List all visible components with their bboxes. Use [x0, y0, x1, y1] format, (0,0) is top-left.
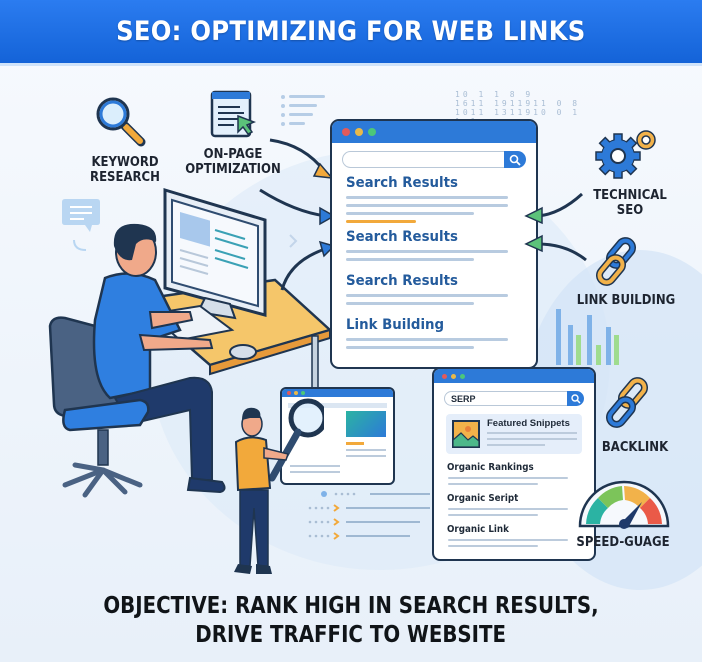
connector-lines-decoration	[308, 491, 430, 540]
search-input[interactable]	[342, 151, 504, 168]
search-result-title[interactable]: Link Building	[346, 317, 445, 333]
serp-search-input[interactable]: SERP	[444, 391, 567, 406]
list-decoration-icon	[281, 95, 325, 126]
organic-result-title[interactable]: Organic Rankings	[447, 462, 534, 473]
featured-snippet-title: Featured Snippets	[487, 418, 570, 429]
on-page-optimization-label: ON-PAGE OPTIMIZATION	[185, 147, 281, 177]
header-banner: SEO: OPTIMIZING FOR WEB LINKS	[0, 0, 702, 66]
magnifier-icon	[96, 97, 146, 147]
minimize-dot-icon	[355, 128, 363, 136]
search-result-title[interactable]: Search Results	[346, 175, 458, 191]
gears-icon	[595, 130, 656, 179]
person-with-magnifier-illustration	[234, 398, 324, 574]
document-cursor-icon	[210, 90, 257, 138]
search-button[interactable]	[567, 391, 584, 406]
chain-link-icon	[596, 237, 636, 286]
speed-gauge-label: SPEED-GUAGE	[576, 535, 670, 550]
maximize-dot-icon	[460, 373, 465, 379]
maximize-dot-icon	[368, 128, 376, 136]
close-dot-icon	[442, 373, 447, 379]
browser-titlebar	[332, 121, 536, 143]
page-title: SEO: OPTIMIZING FOR WEB LINKS	[116, 16, 586, 47]
search-icon	[509, 154, 521, 166]
backlink-chain-icon	[606, 377, 648, 428]
image-icon	[452, 420, 480, 448]
search-result-title[interactable]: Search Results	[346, 229, 458, 245]
keyword-research-label: KEYWORD RESEARCH	[90, 155, 160, 185]
search-result-title[interactable]: Search Results	[346, 273, 458, 289]
serp-titlebar	[434, 369, 594, 383]
search-bar[interactable]	[342, 151, 526, 168]
link-building-label: LINK BUILDING	[576, 293, 676, 308]
backlink-label: BACKLINK	[601, 440, 669, 455]
minimize-dot-icon	[451, 373, 456, 379]
objective-statement: OBJECTIVE: RANK HIGH IN SEARCH RESULTS, …	[103, 593, 599, 648]
featured-snippet-card[interactable]: Featured Snippets	[446, 414, 582, 454]
search-icon	[570, 393, 581, 404]
flow-arrows-left	[259, 138, 336, 291]
search-results-browser-window: Search Results Search Results Search Res…	[330, 119, 538, 369]
bar-chart-decoration	[556, 309, 619, 365]
serp-search-bar[interactable]: SERP	[444, 391, 584, 406]
flow-arrows-right	[524, 192, 587, 262]
organic-result-title[interactable]: Organic Seript	[447, 493, 519, 504]
person-at-desk-illustration	[48, 187, 333, 498]
serp-browser-window: SERP Featured Snippets Organic Rankings …	[432, 367, 596, 561]
chat-bubble-icon	[62, 199, 100, 251]
technical-seo-label: TECHNICAL SEO	[593, 188, 667, 218]
close-dot-icon	[342, 128, 350, 136]
organic-result-title[interactable]: Organic Link	[447, 524, 509, 535]
speed-gauge-icon	[578, 480, 670, 529]
search-button[interactable]	[504, 151, 526, 168]
